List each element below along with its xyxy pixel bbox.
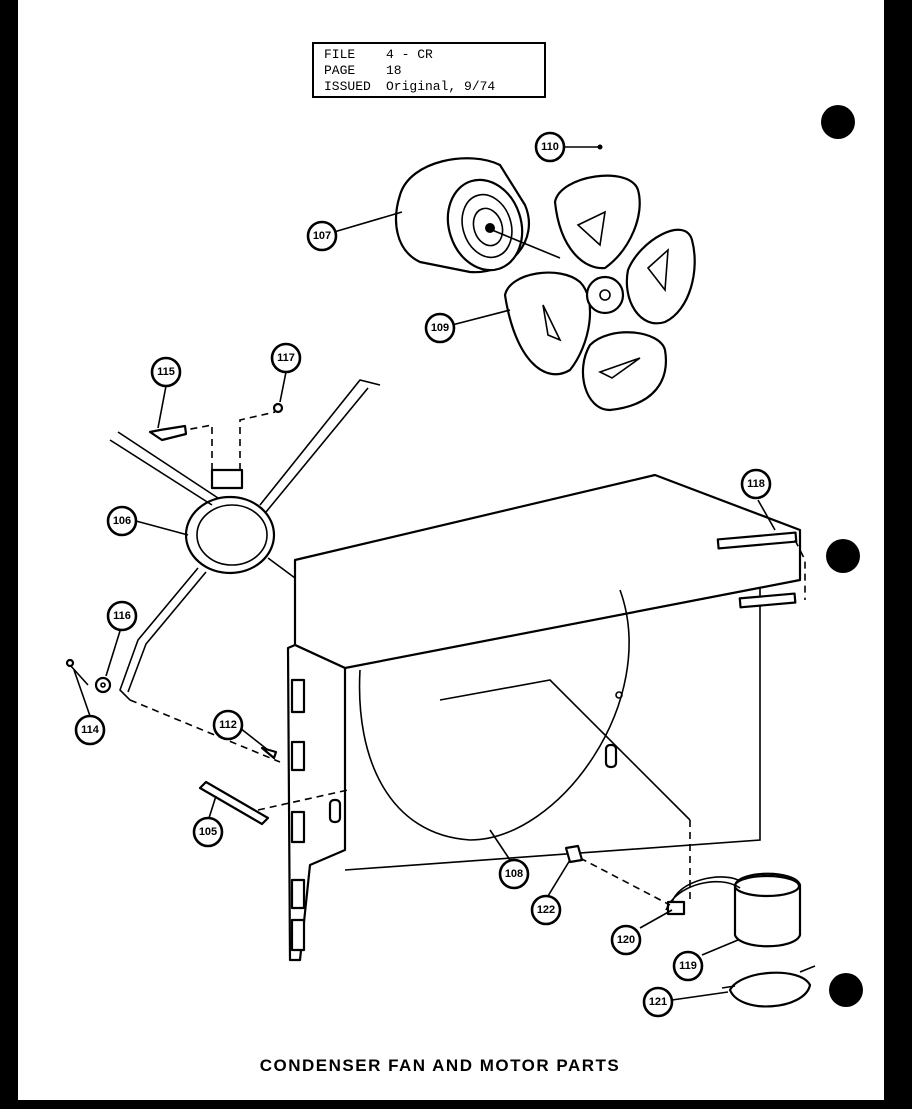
issued-value: Original, 9/74 [386, 79, 496, 94]
file-label: FILE [324, 47, 356, 62]
issued-row: ISSUED Original, 9/74 [324, 79, 536, 95]
callout-112: 112 [212, 709, 244, 741]
svg-text:106: 106 [113, 515, 131, 527]
page-value: 18 [386, 63, 402, 78]
binder-hole-bottom [829, 973, 863, 1007]
svg-text:110: 110 [541, 141, 559, 153]
page-row: PAGE 18 [324, 63, 536, 79]
scan-border-right [884, 0, 912, 1109]
callout-117: 117 [270, 342, 302, 374]
callout-118: 118 [740, 468, 772, 500]
callout-121: 121 [642, 986, 674, 1018]
hinge-tabs [290, 678, 306, 952]
callout-120: 120 [610, 924, 642, 956]
svg-text:114: 114 [81, 724, 100, 736]
svg-text:112: 112 [219, 719, 237, 731]
fan-blade [503, 174, 696, 412]
screw-and-nut [65, 402, 284, 763]
callout-108: 108 [498, 858, 530, 890]
svg-text:116: 116 [113, 610, 131, 622]
capacitor-assembly [564, 820, 816, 1008]
scan-border-left [0, 0, 18, 1109]
svg-text:120: 120 [617, 934, 635, 946]
issued-label: ISSUED [324, 79, 371, 94]
scan-border-bottom [0, 1100, 912, 1109]
file-value: 4 - CR [386, 47, 433, 62]
callout-107: 107 [306, 220, 338, 252]
condenser-shroud-housing [286, 473, 806, 962]
svg-text:115: 115 [157, 366, 175, 378]
file-row: FILE 4 - CR [324, 47, 536, 63]
svg-text:108: 108 [505, 868, 523, 880]
svg-text:121: 121 [649, 996, 667, 1008]
callout-119: 119 [672, 950, 704, 982]
fan-motor [394, 157, 561, 274]
leader-lines [73, 144, 776, 1001]
motor-mount-bracket [109, 379, 381, 701]
page-label: PAGE [324, 63, 356, 78]
callout-110: 110 [534, 131, 566, 163]
binder-hole-top [821, 105, 855, 139]
callout-115: 115 [150, 356, 182, 388]
callout-109: 109 [424, 312, 456, 344]
diagram-caption: CONDENSER FAN AND MOTOR PARTS [259, 1056, 621, 1075]
file-info-block: FILE 4 - CR PAGE 18 ISSUED Original, 9/7… [312, 42, 546, 98]
svg-text:122: 122 [537, 904, 555, 916]
binder-hole-middle [826, 539, 860, 573]
svg-text:109: 109 [431, 322, 449, 334]
callout-106: 106 [106, 505, 138, 537]
svg-text:105: 105 [199, 826, 217, 838]
callout-122: 122 [530, 894, 562, 926]
svg-text:119: 119 [679, 960, 697, 972]
callout-105: 105 [192, 816, 224, 848]
callout-114: 114 [74, 714, 106, 746]
callout-116: 116 [106, 600, 138, 632]
mounting-strip [198, 780, 349, 826]
svg-text:107: 107 [313, 230, 331, 242]
svg-text:117: 117 [277, 352, 295, 364]
svg-text:118: 118 [747, 478, 765, 490]
